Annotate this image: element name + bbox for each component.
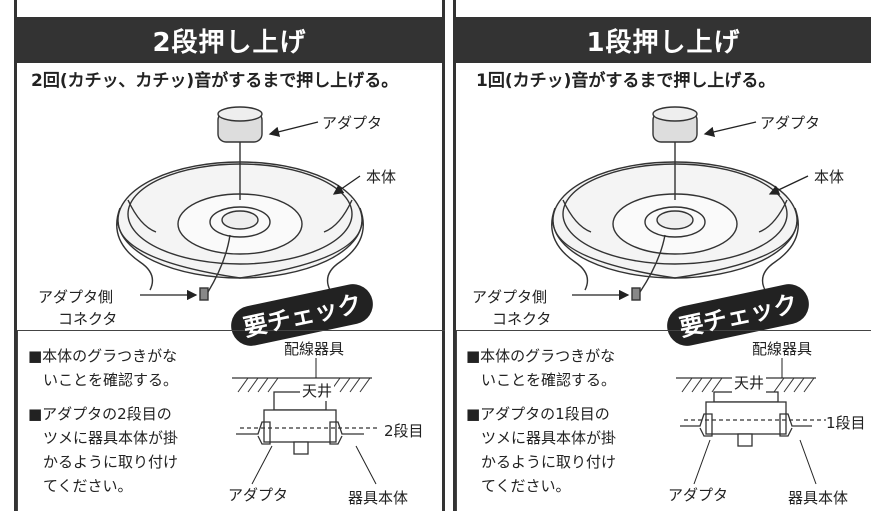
ceiling-light-illustration [116,106,364,301]
body-label: 本体 [366,168,397,186]
diagram-adapter-label: アダプタ [668,486,729,504]
stage-label: 1段目 [826,414,866,432]
connector-label: アダプタ側 [38,288,114,306]
connector-label: アダプタ側 [472,288,548,306]
check-instruction-1: ■本体のグラつきがな いことを確認する。 [466,347,617,389]
adapter-label: アダプタ [322,114,383,132]
instruction-text: 2回(カチッ、カチッ)音がするまで押し上げる。 [31,71,399,91]
ceiling-light-illustration [551,106,799,301]
ceiling-label: 天井 [300,380,335,401]
instruction-text: 1回(カチッ)音がするまで押し上げる。 [476,71,776,91]
panel-title: 2段押し上げ [17,17,442,63]
diagram-adapter-label: アダプタ [228,486,289,504]
body-label: 本体 [814,168,845,186]
panel-title: 1段押し上げ [456,17,871,63]
check-box [456,330,871,511]
wiring-label: 配線器具 [284,340,345,358]
check-instruction-2: ■アダプタの2段目の ツメに器具本体が掛 かるように取り付け てください。 [28,405,179,495]
fixture-label: 器具本体 [788,489,849,507]
connector-label: コネクタ [492,310,552,328]
fixture-label: 器具本体 [348,489,409,507]
check-box [17,330,445,511]
wiring-label: 配線器具 [752,340,813,358]
adapter-label: アダプタ [760,114,821,132]
connector-label: コネクタ [58,310,118,328]
check-instruction-1: ■本体のグラつきがな いことを確認する。 [28,347,179,389]
ceiling-label: 天井 [732,372,767,393]
check-instruction-2: ■アダプタの1段目の ツメに器具本体が掛 かるように取り付け てください。 [466,405,617,495]
stage-label: 2段目 [384,422,424,440]
